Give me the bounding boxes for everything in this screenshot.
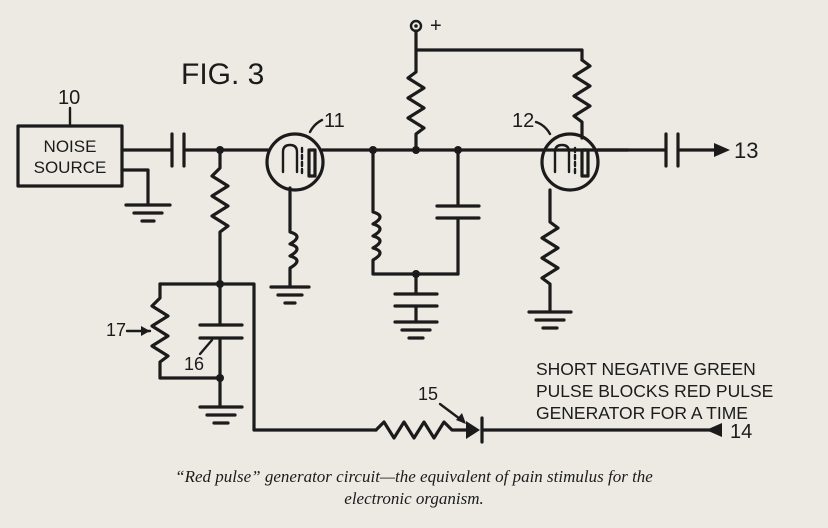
caption-line-2: electronic organism.: [344, 489, 483, 508]
grid-resistor: [210, 148, 230, 286]
arrowhead-17: [141, 326, 150, 336]
note-line-2: PULSE BLOCKS RED PULSE: [536, 381, 773, 401]
output-arrowhead: [714, 143, 730, 157]
ground-symbol-1: [124, 203, 172, 223]
arrowhead-15: [456, 413, 466, 424]
supply-label: +: [430, 15, 442, 37]
ref-label-10: 10: [58, 87, 80, 109]
noise-source-box: [16, 124, 124, 188]
ref-label-16: 16: [184, 354, 204, 374]
ground-symbol-4: [393, 320, 439, 340]
supply-terminal-center: [414, 24, 418, 28]
cathode-resistor-12: [540, 188, 560, 312]
noise-source-label-line2: SOURCE: [34, 158, 107, 177]
ref-label-17: 17: [106, 320, 126, 340]
ground-symbol-3: [269, 285, 311, 305]
coupling-capacitor-1: [170, 132, 186, 168]
input-arrowhead: [706, 423, 722, 437]
caption-line-1: “Red pulse” generator circuit—the equiva…: [175, 467, 653, 486]
leader-line-16: [198, 338, 214, 356]
plate-resistor-1: [406, 48, 426, 152]
diode-15-anode: [466, 421, 480, 439]
leader-line-12: [534, 120, 552, 136]
bias-wire: [158, 282, 378, 432]
ref-label-13: 13: [734, 138, 758, 163]
figure-title: FIG. 3: [181, 58, 264, 91]
ref-label-11: 11: [324, 110, 345, 132]
tank-capacitor: [435, 148, 481, 276]
bypass-capacitor: [393, 272, 439, 322]
note-line-3: GENERATOR FOR A TIME: [536, 403, 748, 423]
capacitor-16: [198, 282, 244, 407]
noise-ground-wire: [120, 168, 150, 205]
vacuum-tube-12: [540, 132, 600, 192]
junction-dot-3: [216, 374, 224, 382]
ref-label-12: 12: [512, 110, 534, 132]
coupling-capacitor-2: [664, 132, 680, 168]
ground-symbol-2: [198, 405, 244, 425]
series-resistor: [374, 420, 468, 440]
plate-resistor-2: [572, 58, 592, 140]
ground-symbol-5: [527, 310, 573, 330]
note-line-1: SHORT NEGATIVE GREEN: [536, 359, 756, 379]
vacuum-tube-11: [265, 132, 325, 192]
ref-label-15: 15: [418, 384, 438, 404]
leader-line-11: [308, 118, 324, 134]
noise-source-label-line1: NOISE: [44, 137, 97, 156]
supply-wire: [414, 29, 584, 62]
tank-inductor: [371, 148, 460, 276]
cathode-coil-11: [288, 186, 299, 287]
resistor-17: [150, 282, 222, 380]
ref-label-14: 14: [730, 421, 752, 443]
